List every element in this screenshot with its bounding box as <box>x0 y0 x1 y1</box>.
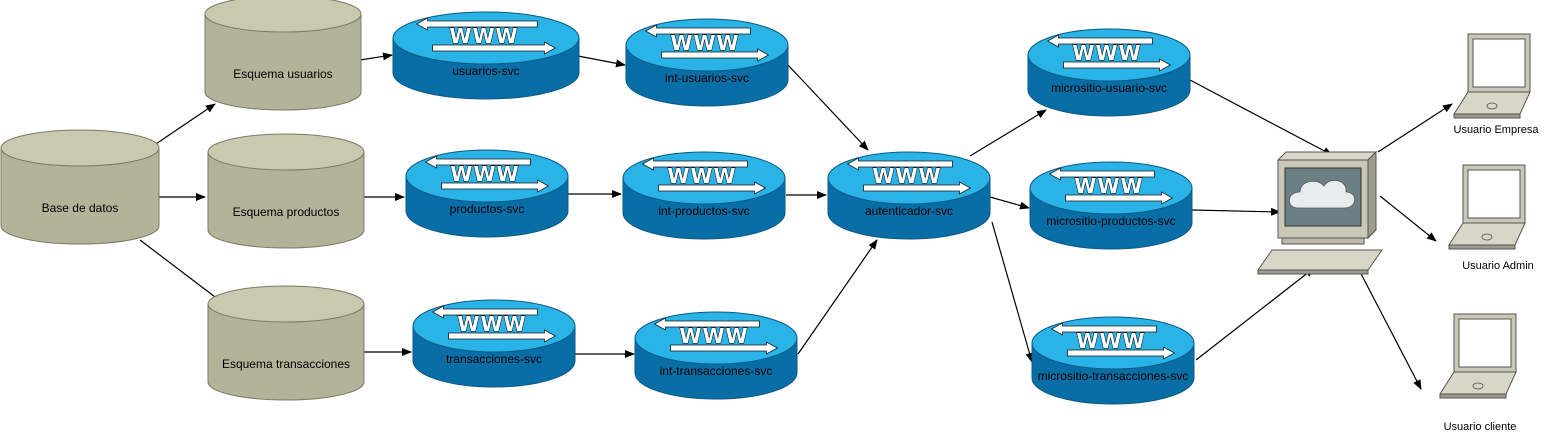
service-label: micrositio-usuario-svc <box>1051 81 1167 95</box>
database-icon <box>207 285 365 401</box>
db-label: Base de datos <box>42 201 119 215</box>
www-router-icon: WWW <box>1029 161 1193 250</box>
user-label: Usuario cliente <box>1444 421 1517 433</box>
service-ms_productos[interactable]: WWW micrositio-productos-svc <box>1029 161 1193 250</box>
www-router-icon: WWW <box>392 11 580 100</box>
service-usuarios[interactable]: WWW usuarios-svc <box>392 11 580 100</box>
www-router-icon: WWW <box>634 311 798 400</box>
www-text: WWW <box>1072 41 1141 65</box>
connector-base-to-esq_usuarios <box>146 103 216 151</box>
www-text: WWW <box>872 164 941 188</box>
db-label: Esquema usuarios <box>233 67 332 81</box>
connector-autenticador-to-ms_productos <box>989 196 1030 210</box>
service-label: micrositio-productos-svc <box>1046 214 1175 228</box>
service-ms_transacciones[interactable]: WWW micrositio-transacciones-svc <box>1031 316 1195 405</box>
service-label: transacciones-svc <box>446 352 542 366</box>
db-esq_productos[interactable]: Esquema productos <box>207 133 365 249</box>
db-esq_transacciones[interactable]: Esquema transacciones <box>207 285 365 401</box>
www-text: WWW <box>450 162 519 186</box>
connector-terminal-to-u_empresa <box>1377 103 1453 153</box>
service-label: usuarios-svc <box>452 64 519 78</box>
connector-ms_transacciones-to-terminal <box>1195 267 1315 361</box>
www-router-icon: WWW <box>622 151 786 240</box>
www-text: WWW <box>679 324 748 348</box>
www-text: WWW <box>670 31 739 55</box>
service-autenticador[interactable]: WWW autenticador-svc <box>827 151 991 240</box>
service-transacciones[interactable]: WWW transacciones-svc <box>412 299 576 388</box>
database-icon <box>0 129 160 245</box>
www-text: WWW <box>1076 329 1145 353</box>
web-terminal-icon[interactable] <box>1257 150 1383 275</box>
www-text: WWW <box>1074 174 1143 198</box>
service-int_productos[interactable]: WWW int-productos-svc <box>622 151 786 240</box>
connector-terminal-to-u_admin <box>1379 195 1437 242</box>
connector-ms_productos-to-terminal <box>1191 207 1281 216</box>
service-label: micrositio-transacciones-svc <box>1038 369 1189 383</box>
www-router-icon: WWW <box>1027 28 1191 117</box>
connector-autenticador-to-ms_transacciones <box>991 221 1034 363</box>
service-label: int-transacciones-svc <box>660 364 773 378</box>
service-label: autenticador-svc <box>865 204 953 218</box>
service-ms_usuario[interactable]: WWW micrositio-usuario-svc <box>1027 28 1191 117</box>
www-router-icon: WWW <box>625 18 789 107</box>
www-router-icon: WWW <box>405 149 569 238</box>
service-productos[interactable]: WWW productos-svc <box>405 149 569 238</box>
connector-ms_usuario-to-terminal <box>1189 79 1333 156</box>
user-u_cliente[interactable]: Usuario cliente <box>1439 313 1517 433</box>
service-int_usuarios[interactable]: WWW int-usuarios-svc <box>625 18 789 107</box>
connector-base-to-esq_transacciones <box>139 239 224 304</box>
user-label: Usuario Admin <box>1462 260 1534 272</box>
www-text: WWW <box>667 164 736 188</box>
laptop-icon <box>1448 164 1526 250</box>
user-label: Usuario Empresa <box>1454 124 1540 136</box>
connector-int_usuarios-to-autenticador <box>787 64 869 151</box>
connector-usuarios-to-int_usuarios <box>577 55 626 68</box>
user-u_admin[interactable]: Usuario Admin <box>1448 164 1534 272</box>
www-router-icon: WWW <box>827 151 991 240</box>
service-label: int-productos-svc <box>658 204 749 218</box>
db-base[interactable]: Base de datos <box>0 129 160 245</box>
laptop-icon <box>1453 33 1531 119</box>
connector-esq_usuarios-to-usuarios <box>359 52 393 61</box>
user-u_empresa[interactable]: Usuario Empresa <box>1453 33 1540 136</box>
db-label: Esquema transacciones <box>222 357 350 371</box>
connector-autenticador-to-ms_usuario <box>969 109 1047 157</box>
www-text: WWW <box>457 312 526 336</box>
db-label: Esquema productos <box>233 205 340 219</box>
connector-int_transacciones-to-autenticador <box>797 239 878 355</box>
www-router-icon: WWW <box>412 299 576 388</box>
www-text: WWW <box>449 24 518 48</box>
connections-layer <box>139 52 1453 390</box>
db-esq_usuarios[interactable]: Esquema usuarios <box>204 0 362 111</box>
connector-terminal-to-u_cliente <box>1357 267 1422 390</box>
service-label: int-usuarios-svc <box>665 71 749 85</box>
database-icon <box>204 0 362 111</box>
service-int_transacciones[interactable]: WWW int-transacciones-svc <box>634 311 798 400</box>
www-router-icon: WWW <box>1031 316 1195 405</box>
database-icon <box>207 133 365 249</box>
laptop-icon <box>1439 313 1517 399</box>
service-label: productos-svc <box>450 202 525 216</box>
